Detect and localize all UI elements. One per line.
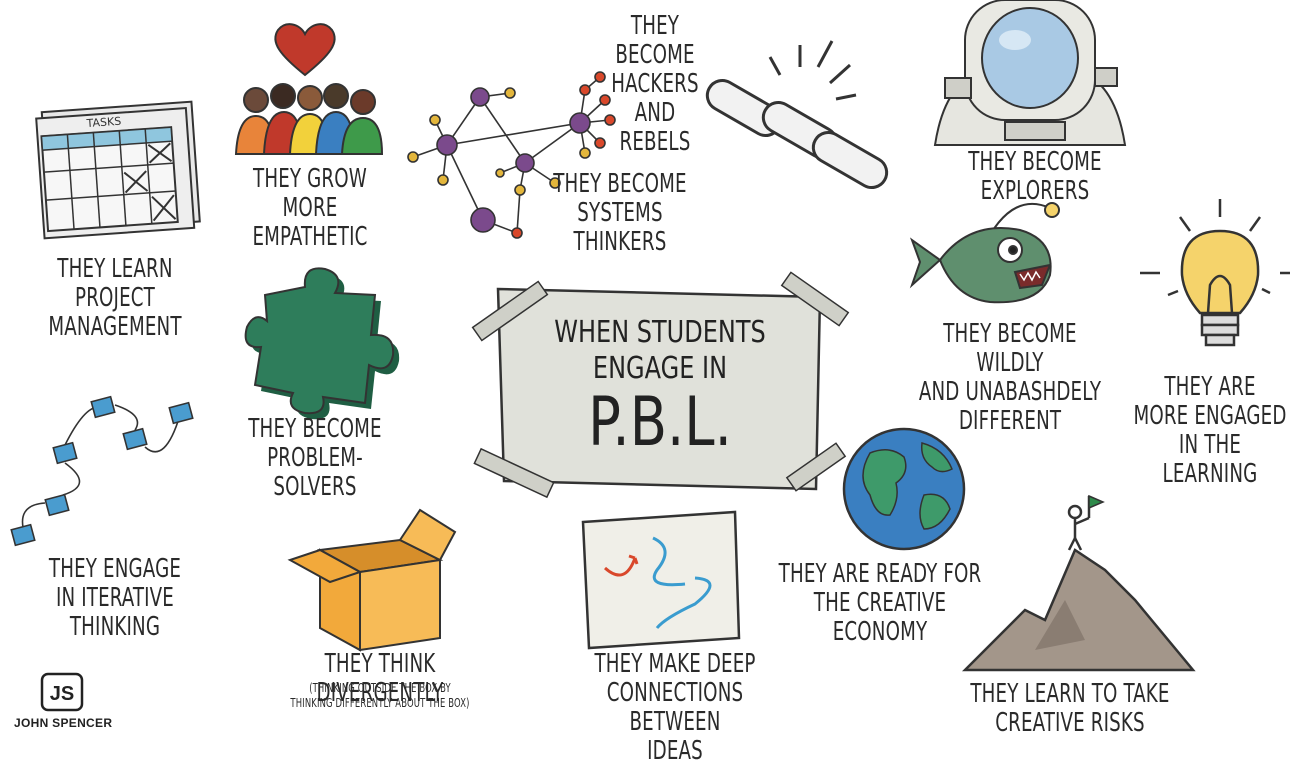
- network-graph-icon: [407, 71, 616, 239]
- pbl-center-sign: WHEN STUDENTS ENGAGE IN P.B.L.: [471, 271, 850, 499]
- taped-paper-shape: [471, 271, 850, 499]
- logo-name: JOHN SPENCER: [14, 716, 113, 730]
- caption-iterative-thinking: THEY ENGAGE IN ITERATIVE THINKING: [48, 554, 182, 643]
- earth-globe-icon: [842, 427, 966, 551]
- caption-deep-connections: THEY MAKE DEEP CONNECTIONS BETWEEN IDEAS: [594, 649, 756, 766]
- caption-wildly-different: THEY BECOME WILDLY AND UNABASHDELY DIFFE…: [918, 319, 1102, 437]
- caption-creative-risks: THEY LEARN TO TAKE CREATIVE RISKS: [970, 679, 1170, 739]
- center-title-line1: WHEN STUDENTS: [554, 315, 766, 350]
- idea-map-icon: [581, 510, 741, 650]
- mountain-climber-icon: [961, 494, 1196, 672]
- caption-divergent-note: (THINKING OUTSIDE THE BOX BY THINKING DI…: [290, 681, 470, 710]
- caption-hackers-rebels: THEY BECOME HACKERS AND REBELS: [611, 11, 699, 158]
- iterative-steps-icon: [10, 395, 194, 547]
- angler-fish-icon: [909, 202, 1060, 304]
- caption-explorers: THEY BECOME EXPLORERS: [968, 147, 1102, 207]
- caption-creative-economy: THEY ARE READY FOR THE CREATIVE ECONOMY: [778, 559, 982, 648]
- center-title-line2: ENGAGE IN: [592, 351, 728, 386]
- center-title-pbl: P.B.L.: [588, 383, 732, 462]
- puzzle-piece-icon: [244, 267, 400, 420]
- astronaut-helmet-icon: [933, 0, 1127, 146]
- heart-icon: [274, 23, 336, 77]
- caption-problem-solvers: THEY BECOME PROBLEM-SOLVERS: [248, 414, 382, 503]
- john-spencer-logo-icon: JS: [40, 672, 84, 712]
- logo-mark: JS: [50, 683, 74, 705]
- crowd-icon: [234, 83, 384, 155]
- caption-project-management: THEY LEARN PROJECT MANAGEMENT: [48, 254, 182, 343]
- caption-systems-thinkers: THEY BECOME SYSTEMS THINKERS: [553, 169, 687, 258]
- tasks-label: TASKS: [85, 115, 121, 130]
- light-bulb-icon: [1140, 199, 1290, 347]
- broken-chain-icon: [705, 40, 889, 189]
- caption-more-engaged: THEY ARE MORE ENGAGED IN THE LEARNING: [1133, 372, 1287, 490]
- infographic-canvas: TASKS: [10, 0, 1290, 766]
- open-box-icon: [287, 508, 457, 652]
- caption-think-divergently: THEY THINK DIVERGENTLY: [316, 649, 444, 709]
- caption-empathetic: THEY GROW MORE EMPATHETIC: [252, 164, 368, 253]
- task-sheet-icon: TASKS: [35, 100, 201, 240]
